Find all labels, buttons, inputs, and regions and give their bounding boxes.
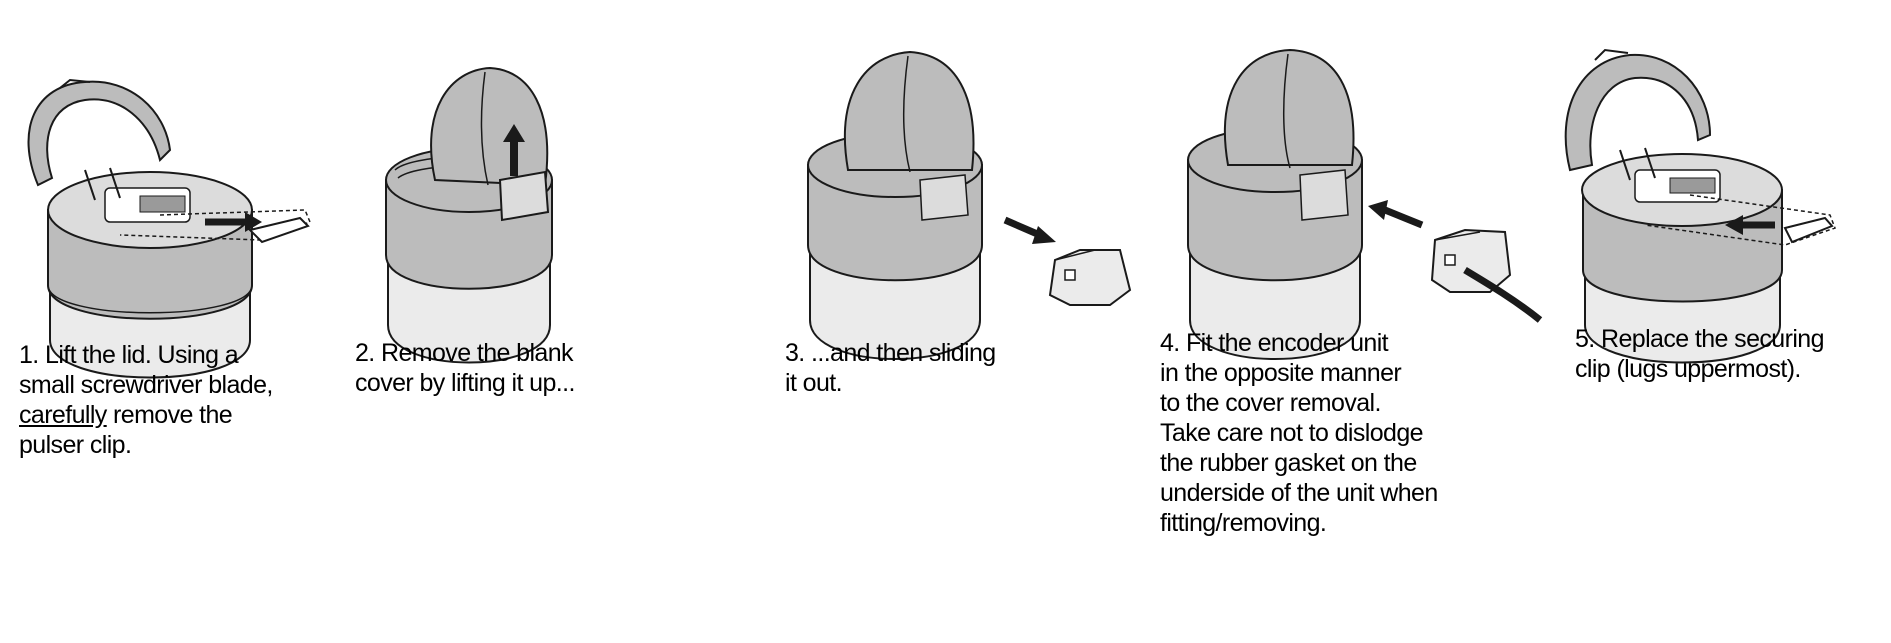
step-5-line-2: clip (lugs uppermost). [1575,355,1801,383]
step-4-line-1: 4. Fit the encoder unit [1160,329,1389,357]
step-2-line-1: 2. Remove the blank [355,339,574,367]
step-4-line-6: underside of the unit when [1160,479,1438,507]
step-4-line-2: in the opposite manner [1160,359,1402,387]
step-4-line-5: the rubber gasket on the [1160,449,1417,477]
step-4-number: 4. [1160,329,1180,357]
step-4-line-7: fitting/removing. [1160,509,1327,537]
step-2-line-2: cover by lifting it up... [355,369,575,397]
step-3: 3. ...and then sliding it out. [780,0,1160,643]
step-2-caption: 2. Remove the blank cover by lifting it … [355,338,575,398]
step-4-line-4: Take care not to dislodge [1160,419,1424,447]
step-3-line-1: 3. ...and then sliding [785,339,996,367]
step-2-number: 2. [355,339,375,367]
step-1: 1. Lift the lid. Using a small screwdriv… [0,0,400,643]
step-5-illustration [1564,48,1836,364]
step-3-caption: 3. ...and then sliding it out. [785,338,996,398]
step-1-line-4: pulser clip. [19,431,132,459]
step-1-caption: 1. Lift the lid. Using a small screwdriv… [19,340,273,460]
step-5: 5. Replace the securing clip (lugs upper… [1560,0,1891,643]
step-5-line-1: 5. Replace the securing [1575,325,1824,353]
step-4-line-3: to the cover removal. [1160,389,1381,417]
step-3-illustration [807,50,1132,360]
step-1-line-3: carefully remove the [19,401,233,429]
step-1-illustration [27,78,311,379]
step-5-caption: 5. Replace the securing clip (lugs upper… [1575,324,1824,384]
step-1-number: 1. [19,341,39,369]
step-3-line-2: it out. [785,369,843,397]
step-4-caption: 4. Fit the encoder unit in the opposite … [1160,328,1438,538]
step-4: 4. Fit the encoder unit in the opposite … [1160,0,1550,643]
step-2: 2. Remove the blank cover by lifting it … [350,0,680,643]
step-4-illustration [1187,48,1543,360]
step-5-number: 5. [1575,325,1595,353]
step-1-line-2: small screwdriver blade, [19,371,273,399]
emphasis-carefully: carefully [19,401,107,429]
step-3-number: 3. [785,339,805,367]
step-2-illustration [385,66,553,364]
step-1-line-1: 1. Lift the lid. Using a [19,341,239,369]
